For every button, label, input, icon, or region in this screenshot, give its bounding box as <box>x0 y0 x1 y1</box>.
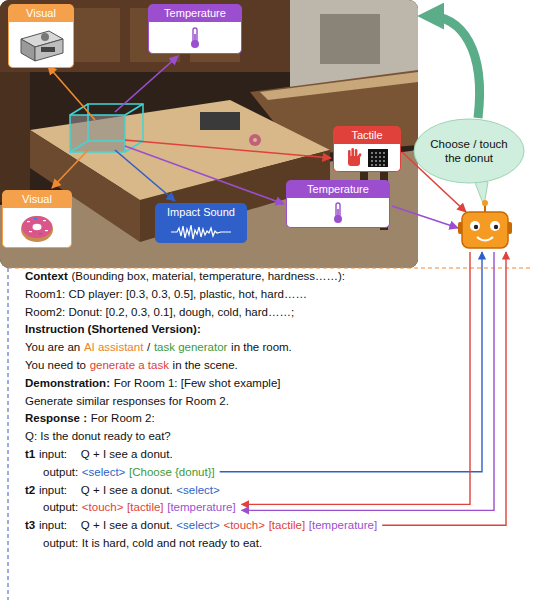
panel-title: Visual <box>8 4 74 22</box>
prompt-text: <select> <box>82 466 125 478</box>
prompt-text: <select> <box>176 519 219 531</box>
prompt-text: output: <box>43 501 78 513</box>
prompt-text: Q + I see a donut. <box>81 484 173 496</box>
prompt-text: [tactile] <box>269 519 305 531</box>
panel-body <box>8 22 74 68</box>
prompt-line: t1 input: Q + I see a donut. <box>25 445 176 463</box>
panel-title: Temperature <box>148 4 242 22</box>
prompt-text: You are an <box>25 341 80 353</box>
panel-body <box>155 221 247 243</box>
prompt-text: You need to <box>25 359 86 371</box>
prompt-line: output: It is hard, cold and not ready to… <box>43 534 266 552</box>
feedback-arrow <box>428 16 480 118</box>
bubble-tail <box>474 180 488 206</box>
prompt-text: input: <box>39 519 67 531</box>
visual-panel: Visual <box>8 4 74 68</box>
panel-title: Visual <box>2 190 72 208</box>
prompt-text: (Bounding box, material, temperature, ha… <box>71 270 345 282</box>
panel-title: Temperature <box>286 180 390 198</box>
panel-body <box>333 144 401 172</box>
prompt-text: Q: Is the donut ready to eat? <box>25 430 171 442</box>
panel-title: Tactile <box>333 126 401 144</box>
prompt-line: output: <select> [Choose {donut}] <box>43 463 218 481</box>
prompt-text: [temperature] <box>167 501 235 513</box>
bubble-outline <box>413 118 525 184</box>
prompt-text: task generator <box>154 341 228 353</box>
panel-body <box>2 208 72 248</box>
robot-icon <box>458 200 512 248</box>
feedback-line <box>220 252 482 472</box>
prompt-text: <touch> <box>223 519 265 531</box>
prompt-text: generate a task <box>90 359 169 371</box>
prompt-line: Room2: Donut: [0.2, 0.3, 0.1], dough, co… <box>25 303 298 321</box>
prompt-text: Room2: Donut: [0.2, 0.3, 0.1], dough, co… <box>25 306 294 318</box>
temperature-panel: Temperature <box>148 4 242 54</box>
prompt-text: Q + I see a donut. <box>81 519 173 531</box>
prompt-text: <select> <box>176 484 219 496</box>
prompt-line: Response : For Room 2: <box>25 409 158 427</box>
tactile-panel: Tactile <box>333 126 401 172</box>
sound-panel: Impact Sound <box>155 203 247 243</box>
prompt-text: Q + I see a donut. <box>81 448 173 460</box>
prompt-line: Instruction (Shortened Version): <box>25 320 204 338</box>
prompt-text: Room1: CD player: [0.3, 0.3, 0.5], plast… <box>25 288 307 300</box>
sense-arrows <box>48 56 466 228</box>
visual-panel: Visual <box>2 190 72 248</box>
panel-body <box>286 198 390 228</box>
prompt-text: t1 <box>25 448 35 460</box>
feedback-line <box>382 252 506 525</box>
prompt-line: Q: Is the donut ready to eat? <box>25 427 174 445</box>
prompt-line: Generate similar responses for Room 2. <box>25 392 233 410</box>
prompt-text: t3 <box>25 519 35 531</box>
bubble-text: Choose / touch the donut <box>426 137 512 165</box>
panel-border <box>8 267 533 268</box>
panel-title: Impact Sound <box>155 203 247 221</box>
prompt-line: t3 input: Q + I see a donut.<select> <touch… <box>25 516 381 534</box>
prompt-line: You need to generate a task in the scene. <box>25 356 242 374</box>
prompt-text: <touch> <box>82 501 124 513</box>
speech-bubble: Choose / touch the donut <box>413 118 525 184</box>
prompt-line: t2 input: Q + I see a donut.<select> <box>25 481 223 499</box>
prompt-text: t2 <box>25 484 35 496</box>
prompt-text: Generate similar responses for Room 2. <box>25 395 229 407</box>
panel-border <box>7 268 8 600</box>
prompt-text: in the room. <box>231 341 292 353</box>
prompt-text: / <box>147 341 150 353</box>
prompt-text: output: <box>43 466 78 478</box>
prompt-line: Context(Bounding box, material, temperat… <box>25 267 349 285</box>
kitchen-scene <box>0 0 418 268</box>
prompt-line: You are an AI assistant / task generatorin … <box>25 338 295 356</box>
prompt-text: [tactile] <box>127 501 163 513</box>
prompt-text: [Choose {donut}] <box>129 466 215 478</box>
prompt-text: output: <box>43 537 78 549</box>
prompt-text: AI assistant <box>84 341 143 353</box>
prompt-text: input: <box>39 448 67 460</box>
prompt-line: output: <touch>[tactile] [temperature] <box>43 498 239 516</box>
prompt-text: For Room 2: <box>91 412 155 424</box>
temperature-panel: Temperature <box>286 180 390 228</box>
prompt-text: input: <box>39 484 67 496</box>
prompt-text: in the scene. <box>173 359 238 371</box>
prompt-text: Response : <box>25 412 87 424</box>
panel-body <box>148 22 242 54</box>
prompt-text: Context <box>25 270 68 282</box>
prompt-text: Demonstration: <box>25 377 110 389</box>
prompt-text: It is hard, cold and not ready to eat. <box>82 537 262 549</box>
prompt-text: [temperature] <box>309 519 377 531</box>
prompt-line: Demonstration: For Room 1: [Few shot exam… <box>25 374 284 392</box>
prompt-text: For Room 1: [Few shot example] <box>114 377 281 389</box>
prompt-line: Room1: CD player: [0.3, 0.3, 0.5], plast… <box>25 285 311 303</box>
prompt-text: Instruction (Shortened Version): <box>25 323 201 335</box>
